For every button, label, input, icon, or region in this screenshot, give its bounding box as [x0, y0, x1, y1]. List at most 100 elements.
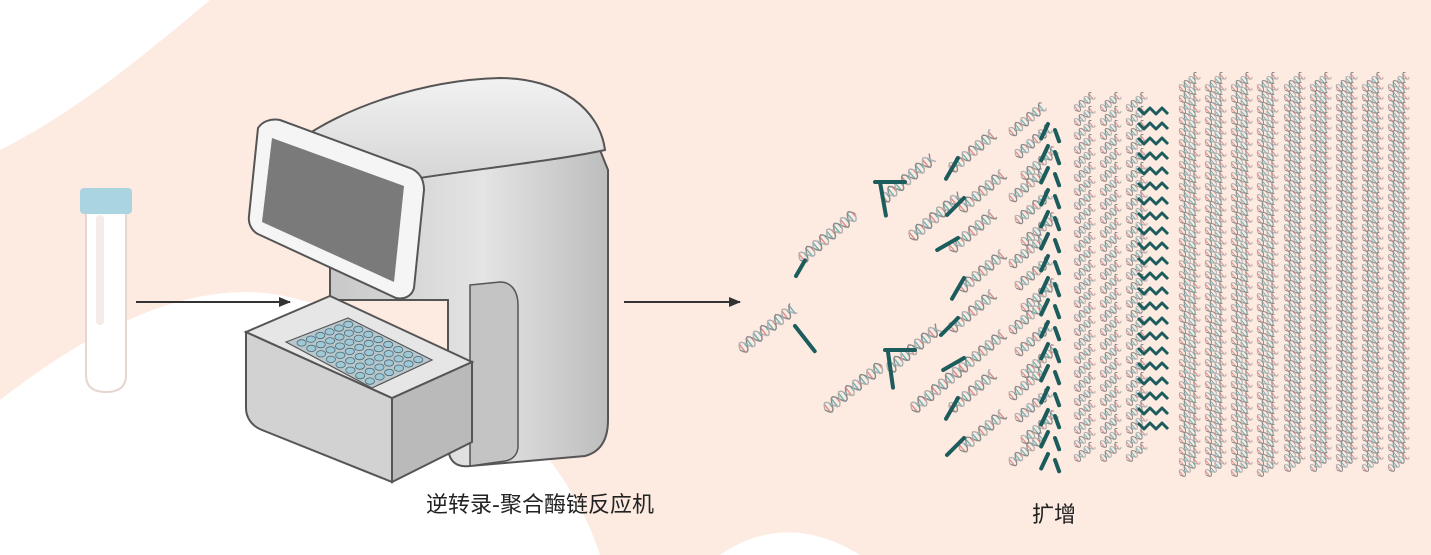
dna-helix-icon	[1073, 357, 1096, 378]
dna-helix-icon	[1309, 191, 1332, 212]
dna-helix-icon	[1178, 192, 1201, 213]
dna-helix-icon	[1008, 366, 1047, 401]
dna-helix-icon	[1204, 192, 1227, 213]
dna-helix-icon	[1256, 423, 1279, 444]
dna-helix-icon	[1309, 411, 1332, 432]
dna-helix-icon	[1283, 311, 1306, 332]
dna-helix-icon	[1309, 231, 1332, 252]
tube-cap	[80, 188, 132, 214]
dna-helix-icon	[1283, 291, 1306, 312]
dna-helix-icon	[1073, 385, 1096, 406]
dna-helix-icon	[1335, 261, 1358, 282]
dna-helix-icon	[1073, 91, 1096, 112]
dna-helix-icon	[1387, 321, 1410, 342]
dna-helix-icon	[1335, 141, 1358, 162]
dna-helix-icon	[1099, 259, 1122, 280]
dna-helix-icon	[1256, 291, 1279, 312]
dna-helix-icon	[1335, 71, 1358, 92]
dna-helix-icon	[1335, 91, 1358, 112]
dna-helix-icon	[1008, 168, 1047, 203]
primer-strand-icon	[1053, 194, 1062, 210]
dna-helix-icon	[1335, 201, 1358, 222]
dna-helix-icon	[1256, 71, 1279, 92]
dna-helix-icon	[1073, 203, 1096, 224]
well	[344, 347, 355, 355]
dna-helix-icon	[1204, 225, 1227, 246]
dna-helix-icon	[958, 248, 1008, 293]
dna-helix-icon	[1256, 269, 1279, 290]
dna-helix-icon	[1230, 401, 1253, 422]
dna-helix-icon	[1361, 311, 1384, 332]
dna-helix-icon	[1387, 351, 1410, 372]
dna-helix-icon	[1230, 258, 1253, 279]
dna-helix-icon	[1256, 258, 1279, 279]
dna-helix-icon	[1125, 91, 1148, 112]
well	[383, 340, 394, 349]
dna-helix-icon	[1256, 192, 1279, 213]
dna-helix-icon	[1073, 133, 1096, 154]
dna-helix-icon	[1335, 361, 1358, 382]
dna-helix-icon	[1230, 148, 1253, 169]
dna-helix-icon	[1125, 189, 1148, 210]
dna-helix-icon	[1008, 300, 1047, 335]
dna-helix-icon	[1073, 371, 1096, 392]
well	[296, 339, 307, 347]
primer-strand-icon	[1136, 286, 1170, 296]
dna-helix-icon	[1230, 280, 1253, 301]
dna-helix-icon	[1230, 236, 1253, 257]
well	[343, 329, 354, 337]
dna-helix-icon	[1387, 291, 1410, 312]
dna-helix-icon	[1008, 432, 1047, 467]
dna-helix-icon	[1309, 181, 1332, 202]
dna-helix-icon	[1178, 324, 1201, 345]
dna-helix-icon	[1204, 390, 1227, 411]
well	[315, 331, 326, 340]
primer-strand-icon	[1136, 226, 1170, 236]
well	[353, 334, 364, 342]
dna-helix-icon	[1204, 170, 1227, 191]
dna-helix-icon	[1178, 390, 1201, 411]
primer-strand-icon	[1039, 166, 1050, 185]
primer-strand-icon	[1136, 391, 1170, 401]
screen-display	[262, 138, 404, 282]
dna-helix-icon	[1125, 357, 1148, 378]
dna-helix-icon	[1178, 159, 1201, 180]
primer-strand-icon	[1136, 376, 1170, 386]
dna-helix-icon	[1073, 161, 1096, 182]
primer-strand-icon	[939, 316, 960, 337]
dna-helix-icon	[1256, 412, 1279, 433]
dna-helix-icon	[1099, 441, 1122, 462]
dna-helix-icon	[1099, 399, 1122, 420]
primer-strand-icon	[935, 236, 960, 252]
dna-helix-icon	[1099, 315, 1122, 336]
dna-helix-icon	[1361, 91, 1384, 112]
dna-helix-icon	[1073, 413, 1096, 434]
dna-helix-icon	[1335, 441, 1358, 462]
well	[373, 335, 384, 344]
primer-strand-icon	[1039, 320, 1050, 339]
dna-helix-icon	[1335, 171, 1358, 192]
dna-helix-icon	[1230, 225, 1253, 246]
dna-helix-icon	[1073, 427, 1096, 448]
dna-helix-icon	[1099, 91, 1122, 112]
primer-strand-icon	[1039, 342, 1050, 361]
primer-strand-icon	[1053, 436, 1062, 452]
dna-helix-icon	[1204, 302, 1227, 323]
dna-helix-icon	[1073, 315, 1096, 336]
primer-strand-icon	[1039, 386, 1050, 405]
dna-helix-icon	[1178, 225, 1201, 246]
dna-helix-icon	[1125, 217, 1148, 238]
dna-helix-icon	[1204, 93, 1227, 114]
dna-helix-icon	[1283, 101, 1306, 122]
dna-helix-icon	[1230, 192, 1253, 213]
dna-helix-icon	[1073, 105, 1096, 126]
dna-helix-icon	[1178, 379, 1201, 400]
primer-strand-icon	[1053, 304, 1062, 320]
dna-helix-icon	[1020, 344, 1059, 379]
dna-helix-icon	[1125, 231, 1148, 252]
dna-helix-icon	[1073, 273, 1096, 294]
well	[374, 373, 385, 381]
dna-helix-icon	[1256, 126, 1279, 147]
dna-helix-icon	[738, 303, 798, 353]
